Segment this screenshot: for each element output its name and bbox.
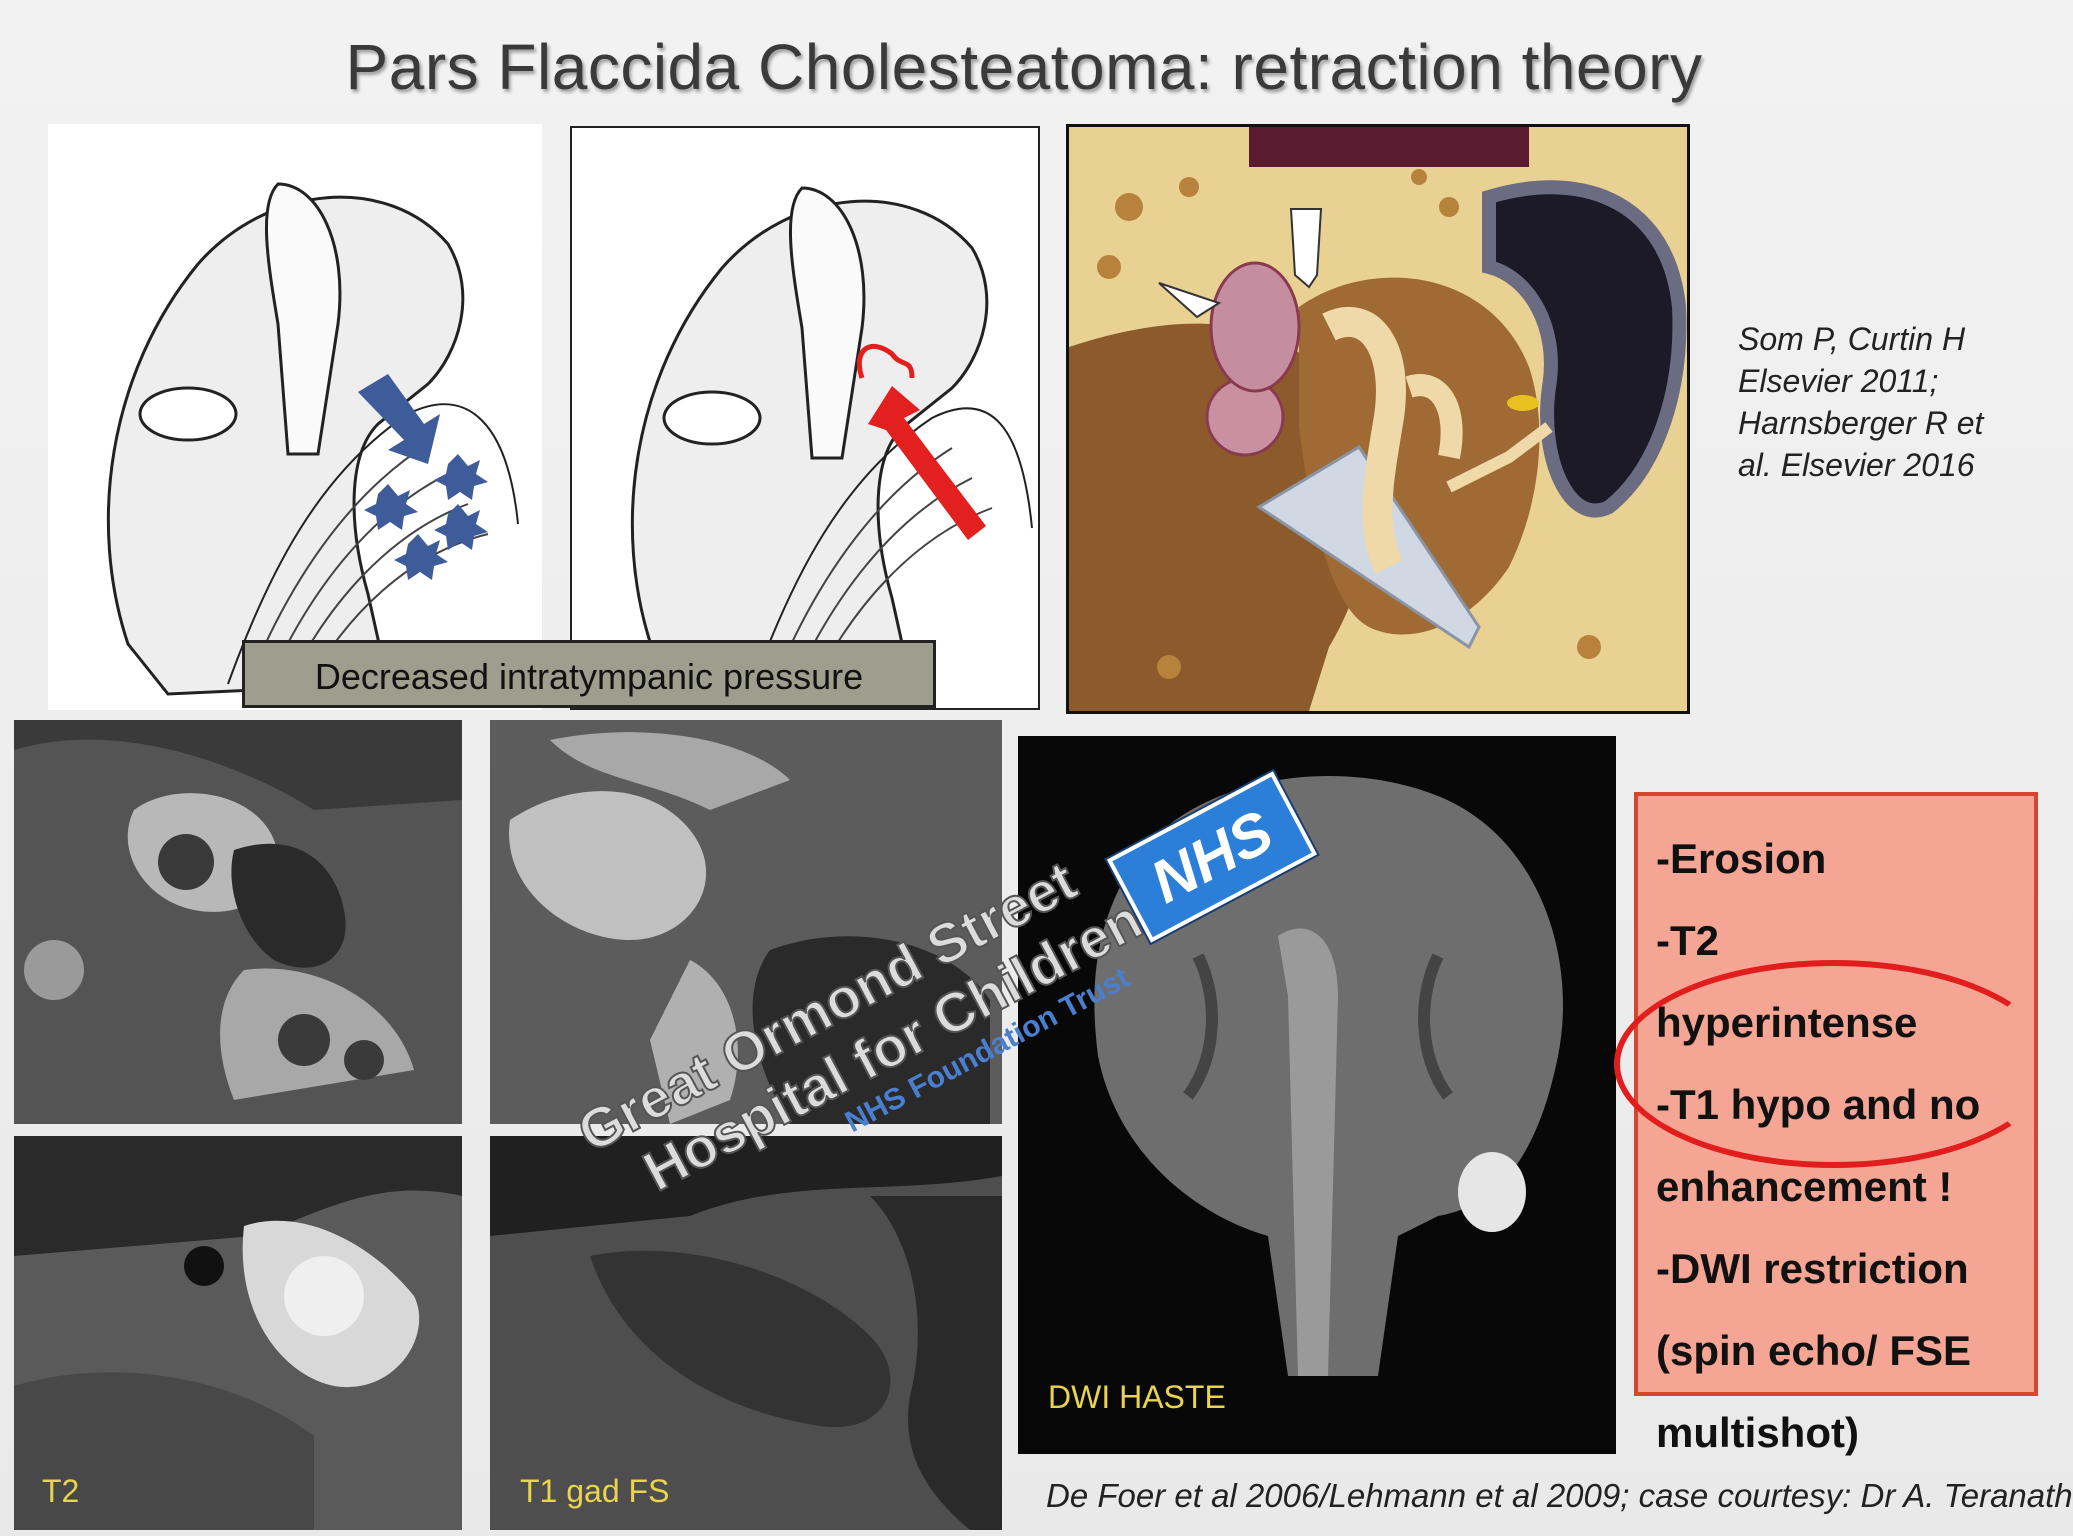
red-arrow-icon <box>868 386 986 540</box>
mri-t2: T2 <box>14 1136 462 1530</box>
blue-arrow-icon <box>358 374 440 464</box>
finding-item: (spin echo/ FSE <box>1656 1327 1972 1374</box>
highlight-oval <box>1614 960 2054 1168</box>
reference-top-line: Harnsberger R et <box>1738 405 1984 441</box>
ear-diagram-2 <box>570 126 1040 710</box>
finding-item: multishot) <box>1656 1409 1859 1456</box>
ear-diagram-1 <box>48 124 542 710</box>
reference-top-line: Elsevier 2011; <box>1738 363 1939 399</box>
mri-t1-gad-fs: T1 gad FS <box>490 1136 1002 1530</box>
finding-item: -Erosion <box>1656 835 1827 882</box>
ct-scan-2 <box>490 720 1002 1124</box>
finding-item: -T2 <box>1656 917 1719 964</box>
ct-scan-1 <box>14 720 462 1124</box>
anatomy-illustration <box>1066 124 1690 714</box>
slide-title: Pars Flaccida Cholesteatoma: retraction … <box>345 31 1703 103</box>
reference-top-line: al. Elsevier 2016 <box>1738 447 1975 483</box>
diagram-caption: Decreased intratympanic pressure <box>242 640 936 708</box>
reference-top: Som P, Curtin H Elsevier 2011; Harnsberg… <box>1738 318 2038 486</box>
finding-item: -DWI restriction <box>1656 1245 1969 1292</box>
scan-label-dwi: DWI HASTE <box>1048 1379 1226 1415</box>
scan-label-t2: T2 <box>42 1473 80 1509</box>
blue-burst-icon <box>364 454 488 580</box>
reference-bottom: De Foer et al 2006/Lehmann et al 2009; c… <box>1046 1477 2073 1514</box>
scan-label-t1: T1 gad FS <box>520 1473 670 1509</box>
reference-top-line: Som P, Curtin H <box>1738 321 1966 357</box>
finding-item: enhancement ! <box>1656 1163 1953 1210</box>
